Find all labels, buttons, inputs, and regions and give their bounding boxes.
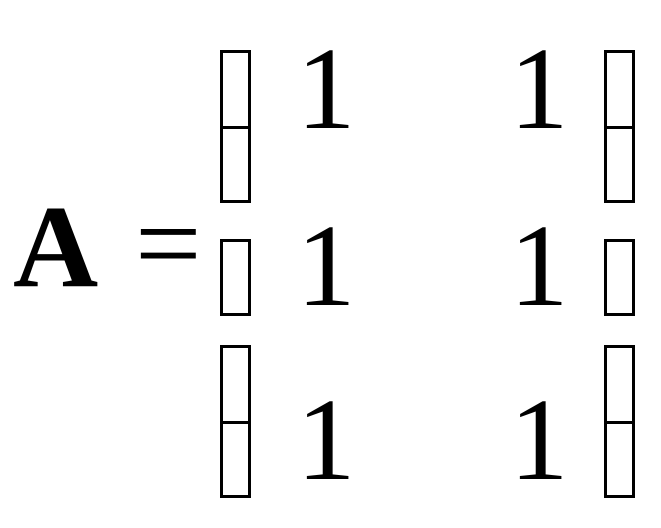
left-bracket-lower-box (220, 345, 251, 424)
matrix-cell-r1-c1: 1 (296, 23, 356, 154)
right-bracket-upper-box (604, 126, 635, 203)
equals-sign: = (135, 178, 202, 309)
matrix-variable: A (13, 181, 99, 312)
matrix-cell-r1-c2: 1 (509, 23, 569, 154)
right-bracket-middle-box (604, 239, 635, 316)
matrix-cell-r3-c1: 1 (296, 374, 356, 505)
matrix-cell-r2-c2: 1 (509, 200, 569, 331)
left-bracket-bottom-box (220, 421, 251, 498)
matrix-cell-r2-c1: 1 (296, 200, 356, 331)
matrix-cell-r3-c2: 1 (509, 374, 569, 505)
right-bracket-bottom-box (604, 421, 635, 498)
left-bracket-upper-box (220, 126, 251, 203)
right-bracket-lower-box (604, 345, 635, 424)
left-bracket-top-box (220, 50, 251, 129)
left-bracket-middle-box (220, 239, 251, 316)
right-bracket-top-box (604, 50, 635, 129)
